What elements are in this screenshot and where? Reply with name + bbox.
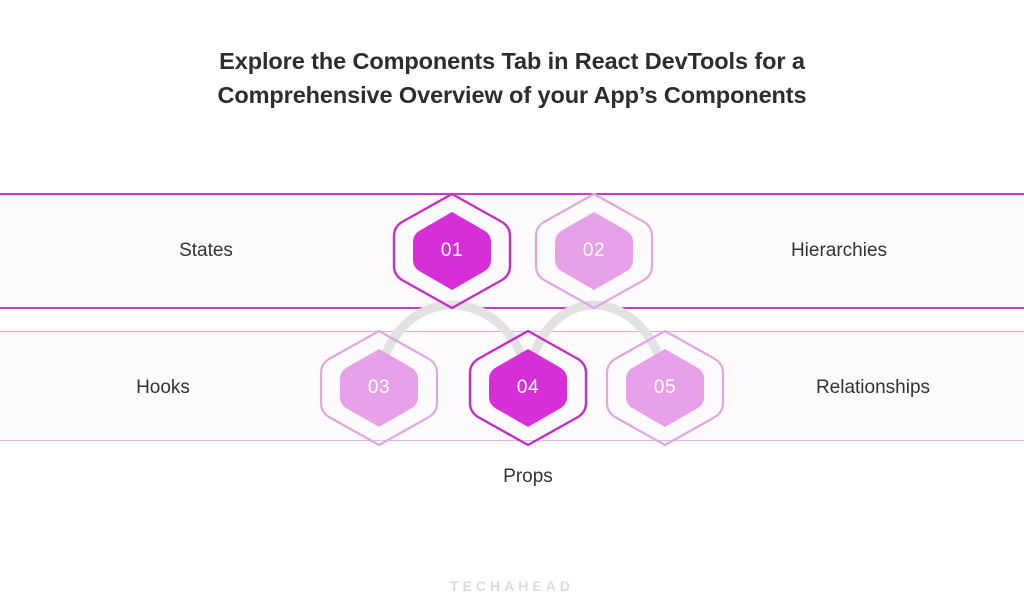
title-line-2: Comprehensive Overview of your App’s Com… [217, 82, 807, 108]
hex-fill-03 [340, 349, 418, 427]
hex-fill-05 [626, 349, 704, 427]
label-props: Props [503, 466, 553, 487]
hex-outer-ring-03 [319, 329, 439, 447]
label-states: States [179, 240, 233, 261]
hex-fill-02 [555, 212, 633, 290]
brand-watermark: TECHAHEAD [450, 578, 574, 594]
hex-outer-ring-04 [468, 329, 588, 447]
hex-outer-ring-02 [534, 192, 654, 310]
hex-fill-04 [489, 349, 567, 427]
hex-fill-01 [413, 212, 491, 290]
title-line-1: Explore the Components Tab in React DevT… [219, 48, 805, 74]
hex-outer-ring-01 [392, 192, 512, 310]
page-title: Explore the Components Tab in React DevT… [112, 44, 912, 112]
label-relationships: Relationships [815, 377, 931, 398]
hex-node-01[interactable]: 01 [386, 190, 518, 312]
hex-node-04[interactable]: 04 [462, 327, 594, 449]
label-hooks: Hooks [136, 377, 190, 398]
label-hierarchies: Hierarchies [790, 240, 888, 261]
hex-node-03[interactable]: 03 [313, 327, 445, 449]
band-upper [0, 193, 1024, 309]
hex-node-05[interactable]: 05 [599, 327, 731, 449]
hex-node-02[interactable]: 02 [528, 190, 660, 312]
hex-outer-ring-05 [605, 329, 725, 447]
